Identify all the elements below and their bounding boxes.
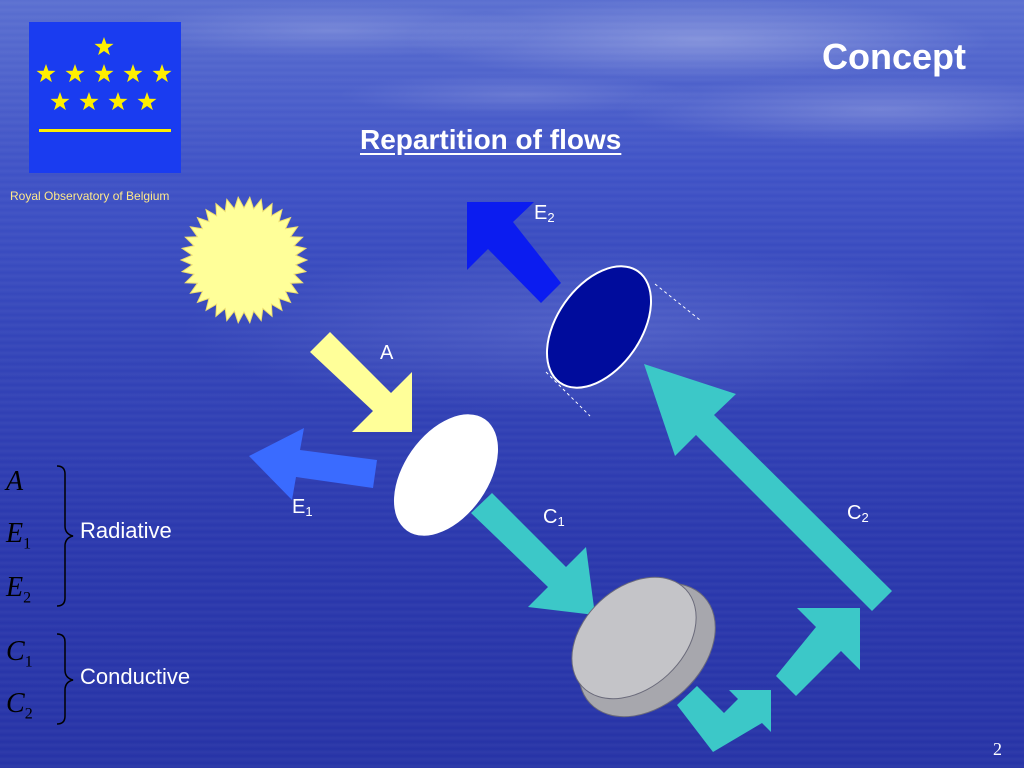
eu-flag-logo	[29, 22, 181, 173]
legend-term-E2: E2	[6, 572, 32, 607]
flag-underline	[39, 129, 171, 132]
arrow-conductive-small	[776, 608, 860, 696]
arrow-conductive-bottom	[677, 686, 771, 752]
conductive-label: Conductive	[80, 664, 191, 689]
page-number: 2	[993, 739, 1002, 759]
radiative-bracket	[56, 465, 74, 607]
conductive-bracket	[56, 633, 74, 725]
arrow-C1	[471, 493, 595, 615]
dashed-line	[545, 371, 591, 417]
legend-term-C1: C1	[6, 636, 33, 671]
arrow-E1	[249, 428, 377, 500]
legend-term-A: A	[6, 466, 24, 497]
legend-term-E1: E1	[6, 518, 32, 553]
legend-term-C2: C2	[6, 688, 33, 723]
arrow-E2	[467, 202, 561, 303]
arrow-A	[310, 332, 412, 432]
organization-label: Royal Observatory of Belgium	[10, 189, 170, 203]
flag-stars-graphic	[36, 37, 172, 132]
grey-puck-top	[571, 576, 697, 700]
dashed-line	[654, 283, 701, 321]
lower-plate-ellipse	[393, 414, 499, 536]
label-E1: E1	[292, 496, 313, 519]
label-C2: C2	[847, 502, 869, 525]
arrow-C2	[644, 364, 892, 611]
label-E2: E2	[534, 202, 555, 225]
radiative-label: Radiative	[80, 518, 172, 543]
label-A: A	[380, 342, 394, 364]
page-title: Concept	[822, 36, 966, 77]
upper-plate-ellipse	[545, 265, 653, 389]
label-C1: C1	[543, 506, 565, 529]
page-subtitle: Repartition of flows	[360, 124, 622, 155]
sun-icon	[179, 196, 309, 324]
